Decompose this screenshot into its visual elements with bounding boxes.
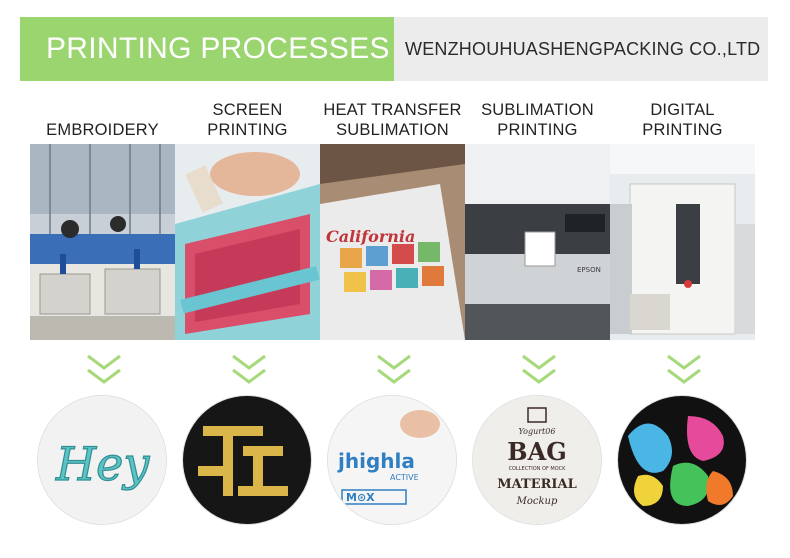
process-title: EMBROIDERY bbox=[46, 121, 159, 139]
embroidery-workshop-photo bbox=[30, 144, 175, 340]
gold-screen-print-sample bbox=[183, 396, 311, 524]
process-column-sublimation: SUBLIMATION PRINTING EPSON Yogurt06 BAG … bbox=[465, 96, 610, 524]
process-title: SCREEN PRINTING bbox=[207, 101, 288, 139]
process-column-heat-transfer: HEAT TRANSFER SUBLIMATION California jhi… bbox=[320, 96, 465, 524]
process-title: SUBLIMATION PRINTING bbox=[481, 101, 594, 139]
header-banner: PRINTING PROCESSES WENZHOUHUASHENGPACKIN… bbox=[20, 17, 768, 81]
chevron-down-icon bbox=[232, 354, 266, 384]
process-column-screen-printing: SCREEN PRINTING bbox=[175, 96, 320, 524]
sample-text: jhighla bbox=[337, 449, 415, 473]
svg-text:EPSON: EPSON bbox=[577, 266, 601, 274]
company-name: WENZHOUHUASHENGPACKING CO.,LTD bbox=[405, 39, 761, 59]
svg-text:BAG: BAG bbox=[507, 437, 566, 466]
chevron-down-icon bbox=[522, 354, 556, 384]
process-column-embroidery: EMBROIDERY Hey bbox=[30, 96, 175, 524]
svg-text:M⊙X: M⊙X bbox=[346, 491, 375, 504]
chevron-down-icon bbox=[87, 354, 121, 384]
svg-text:ACTIVE: ACTIVE bbox=[390, 473, 419, 482]
page-title: PRINTING PROCESSES bbox=[20, 17, 394, 81]
svg-text:MATERIAL: MATERIAL bbox=[497, 477, 576, 492]
sublimation-printer-photo: EPSON bbox=[465, 144, 610, 340]
svg-text:Mockup: Mockup bbox=[516, 496, 558, 507]
heat-transfer-shirt-photo: California bbox=[320, 144, 465, 340]
sample-text: Hey bbox=[55, 437, 150, 491]
svg-text:California: California bbox=[326, 227, 415, 246]
svg-text:COLLECTION OF MOCK: COLLECTION OF MOCK bbox=[509, 466, 567, 472]
process-title: HEAT TRANSFER SUBLIMATION bbox=[323, 101, 462, 139]
process-column-digital-printing: DIGITAL PRINTING bbox=[610, 96, 755, 524]
heat-transfer-label-sample: jhighla ACTIVE M⊙X bbox=[328, 396, 456, 524]
process-title: DIGITAL PRINTING bbox=[642, 101, 723, 139]
screen-printing-squeegee-photo bbox=[175, 144, 320, 340]
colorful-handprint-sample bbox=[618, 396, 746, 524]
svg-text:Yogurt06: Yogurt06 bbox=[519, 427, 556, 436]
embroidered-hey-sample: Hey bbox=[38, 396, 166, 524]
bag-material-mockup-sample: Yogurt06 BAG COLLECTION OF MOCK MATERIAL… bbox=[473, 396, 601, 524]
chevron-down-icon bbox=[377, 354, 411, 384]
digital-printing-machine-photo bbox=[610, 144, 755, 340]
chevron-down-icon bbox=[667, 354, 701, 384]
